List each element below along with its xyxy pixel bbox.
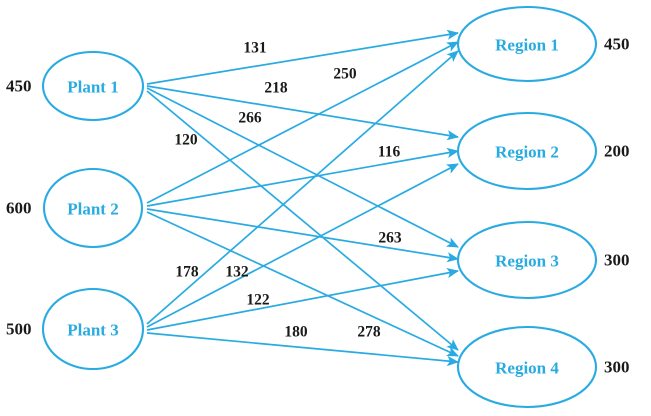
cost-label-plant2-region1: 250 xyxy=(333,66,357,83)
cost-label-plant3-region4: 180 xyxy=(284,324,308,341)
source-node-shape xyxy=(42,167,144,249)
demand-value-region1: 450 xyxy=(604,35,630,54)
cost-label-plant3-region1: 178 xyxy=(175,264,199,281)
source-node-label: Plant 2 xyxy=(67,200,118,219)
edge-plant3-to-region4 xyxy=(146,332,460,367)
cost-label-plant3-region3: 122 xyxy=(246,292,270,309)
edge-plant2-to-region1 xyxy=(146,41,459,204)
node-plant1[interactable]: Plant 1 xyxy=(41,50,145,122)
edge-plant1-to-region1 xyxy=(146,29,460,85)
cost-label-plant1-region2: 218 xyxy=(264,80,288,97)
edge-plant3-to-region2 xyxy=(146,163,459,328)
edge-plant3-to-region3 xyxy=(146,268,460,331)
cost-label-plant2-region4: 278 xyxy=(357,324,381,341)
nodes-layer: Plant 1 Plant 2 Plant 3 Region 1 Region 2 Reg… xyxy=(41,5,598,409)
node-plant3[interactable]: Plant 3 xyxy=(41,287,145,371)
source-node-shape xyxy=(41,287,145,371)
demand-value-region3: 300 xyxy=(604,251,630,270)
supply-value-plant3: 500 xyxy=(6,320,32,339)
supply-demand-labels-layer: 450 600 500 450 200 300 300 xyxy=(6,35,630,377)
demand-value-region4: 300 xyxy=(604,358,630,377)
cost-label-plant2-region2: 116 xyxy=(378,144,401,161)
edges-layer xyxy=(146,29,460,367)
source-node-label: Plant 3 xyxy=(67,321,118,340)
node-region3[interactable]: Region 3 xyxy=(456,220,598,300)
edge-plant1-to-region2 xyxy=(146,85,460,141)
edge-plant2-to-region4 xyxy=(146,211,459,357)
edge-plant3-to-region1 xyxy=(146,50,459,325)
destination-node-shape xyxy=(456,220,598,300)
node-region2[interactable]: Region 2 xyxy=(456,111,598,191)
destination-node-shape xyxy=(456,111,598,191)
cost-label-plant1-region1: 131 xyxy=(243,40,266,57)
destination-node-label: Region 2 xyxy=(495,143,559,162)
destination-node-label: Region 3 xyxy=(495,252,559,271)
supply-value-plant1: 450 xyxy=(6,77,32,96)
edge-plant2-to-region2 xyxy=(146,147,460,207)
destination-node-label: Region 1 xyxy=(495,36,559,55)
supply-value-plant2: 600 xyxy=(6,199,32,218)
node-region4[interactable]: Region 4 xyxy=(456,325,598,409)
source-node-label: Plant 1 xyxy=(67,78,118,97)
cost-label-plant3-region2: 132 xyxy=(225,264,249,281)
cost-label-plant1-region3: 266 xyxy=(238,110,262,127)
demand-value-region2: 200 xyxy=(604,142,630,161)
cost-label-plant1-region4: 120 xyxy=(174,132,198,149)
cost-label-plant2-region3: 263 xyxy=(378,230,402,247)
source-node-shape xyxy=(41,50,145,122)
edge-plant1-to-region3 xyxy=(146,87,459,248)
destination-node-shape xyxy=(456,325,598,409)
node-region1[interactable]: Region 1 xyxy=(456,5,598,83)
destination-node-shape xyxy=(456,5,598,83)
node-plant2[interactable]: Plant 2 xyxy=(42,167,144,249)
edge-plant2-to-region3 xyxy=(146,208,460,263)
edge-plant1-to-region4 xyxy=(146,90,459,351)
destination-node-label: Region 4 xyxy=(495,359,559,378)
